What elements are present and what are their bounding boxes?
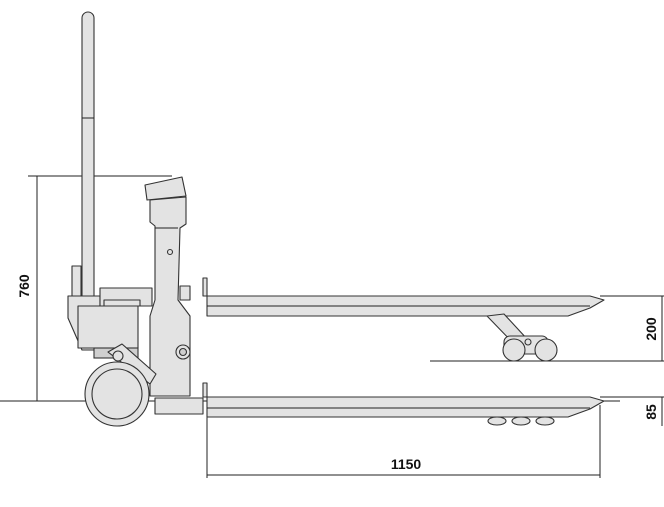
mast-clamp: [179, 285, 191, 301]
handle-bracket: [71, 265, 82, 297]
fork-lowered-stop: [202, 382, 208, 398]
pump-plate: [103, 299, 141, 307]
fork-raised-bogie-pin: [524, 338, 532, 346]
fork-lowered: [202, 382, 605, 426]
chassis-foot: [154, 397, 204, 415]
handle: [81, 11, 95, 303]
dimension-1150: 1150: [206, 405, 601, 478]
pump-body: [77, 305, 139, 349]
linkage-joint: [112, 350, 124, 362]
fork-raised-stop: [202, 277, 208, 297]
fork-raised: [202, 277, 605, 362]
fork-raised-roller-2: [534, 338, 558, 362]
dimension-760: 760: [16, 175, 172, 401]
scale-display: [144, 176, 187, 201]
dim-760-label: 760: [16, 274, 32, 298]
steering-wheel-rim: [91, 368, 143, 420]
pump-housing: [67, 265, 153, 359]
dimension-85: 85: [600, 396, 664, 426]
fork-lowered-roller-2: [511, 416, 531, 426]
handle-bar: [81, 11, 95, 303]
fork-lowered-roller-3: [535, 416, 555, 426]
fork-raised-roller-1: [502, 338, 526, 362]
dim-1150-label: 1150: [391, 456, 422, 472]
pivot-inner: [178, 347, 188, 357]
mast-bolt: [166, 248, 174, 256]
fork-lowered-blade: [206, 396, 605, 418]
dim-85-label: 85: [643, 404, 659, 420]
mast: [144, 176, 204, 415]
dim-200-label: 200: [643, 317, 659, 341]
fork-lowered-roller-1: [487, 416, 507, 426]
steering-wheel: [84, 361, 150, 427]
